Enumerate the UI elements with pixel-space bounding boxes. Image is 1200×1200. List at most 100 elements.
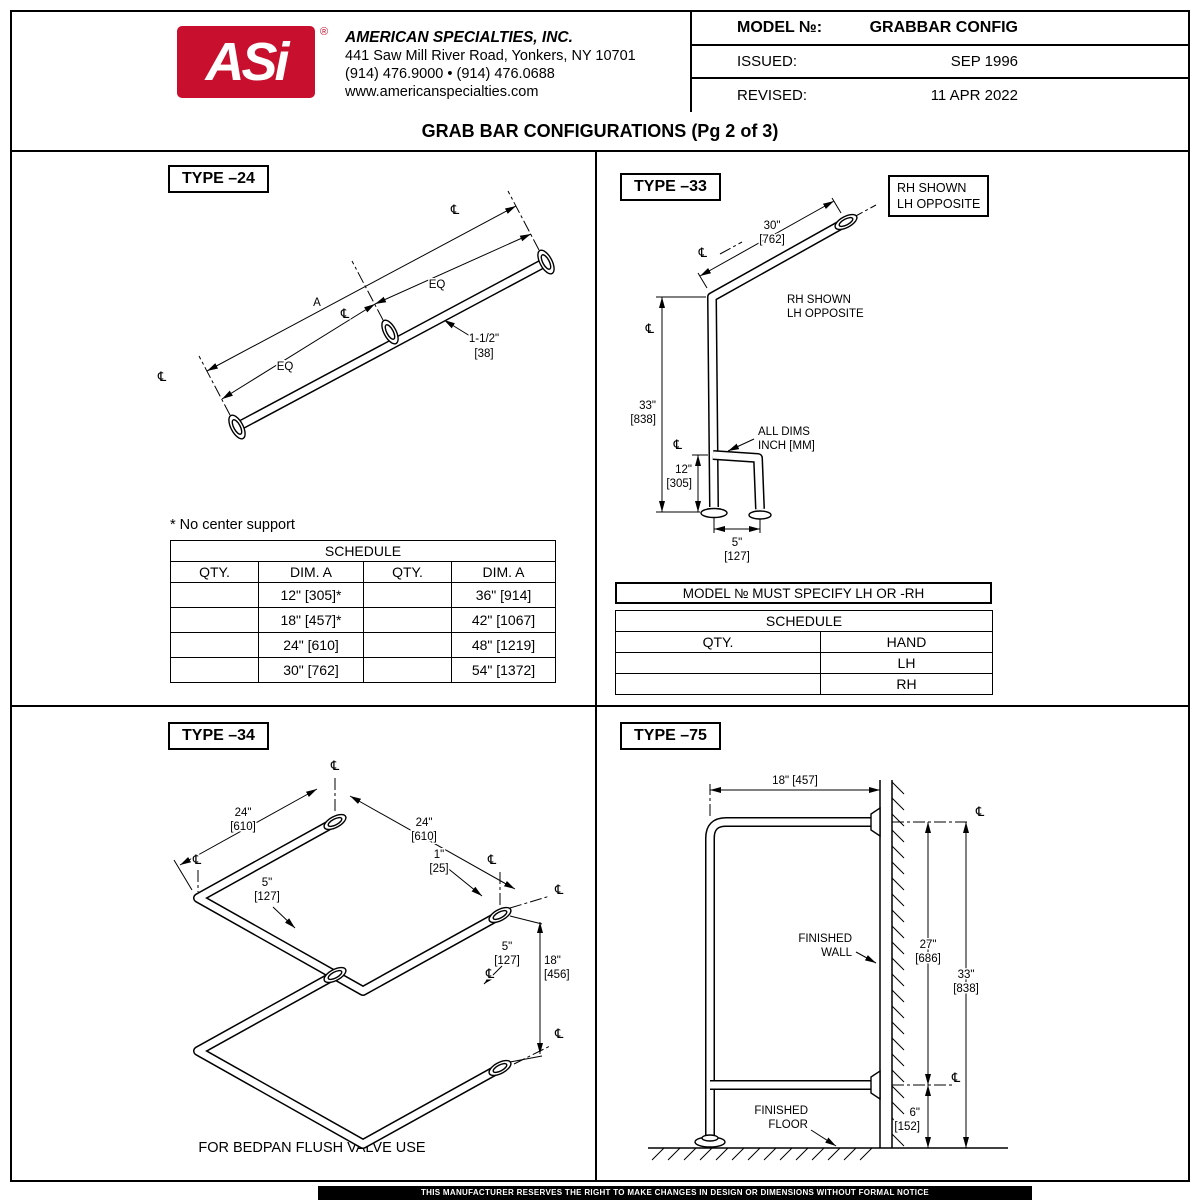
type33-drawing: 30" [762] ℄ RH SHOWN LH OPPOSITE 33" [83… <box>629 197 877 565</box>
grab-bar-tube <box>705 817 878 1138</box>
col-header: HAND <box>820 631 993 653</box>
type33-schedule: SCHEDULE QTY. HAND LH RH <box>615 610 993 695</box>
dim-27-label: 27" <box>920 939 937 951</box>
dim-18-mm: [456] <box>544 969 570 981</box>
type24-label: TYPE –24 <box>168 165 269 193</box>
dimension-lines <box>173 778 551 1065</box>
mounting-flanges <box>700 213 858 520</box>
company-address: 441 Saw Mill River Road, Yonkers, NY 107… <box>345 48 636 64</box>
table-row: 12" [305]* 36" [914] <box>170 582 556 608</box>
centerline-symbol: ℄ <box>951 1070 961 1085</box>
dimension-lines <box>656 197 877 533</box>
dim-1-mm: [25] <box>429 863 448 875</box>
revised-row: REVISED: 11 APR 2022 <box>692 79 1188 112</box>
centerline-symbol: ℄ <box>554 1026 564 1041</box>
tube-diameter-label: 1-1/2" <box>469 333 499 345</box>
grab-bar-tube <box>707 217 849 510</box>
dimension-lines <box>709 784 974 1149</box>
mounting-flanges <box>694 806 881 1148</box>
dim-33-label: 33" <box>958 969 975 981</box>
registered-mark: ® <box>320 26 329 38</box>
mounting-flanges <box>323 813 512 1077</box>
asi-logo: ASi <box>177 26 315 98</box>
dim-1-label: 1" <box>434 849 444 861</box>
company-block: AMERICAN SPECIALTIES, INC. 441 Saw Mill … <box>345 29 636 101</box>
revised-label: REVISED: <box>737 87 808 104</box>
type34-label: TYPE –34 <box>168 722 269 750</box>
model-row: MODEL №: GRABBAR CONFIG <box>692 12 1188 46</box>
table-row: 18" [457]* 42" [1067] <box>170 607 556 633</box>
dim-6-label: 6" <box>910 1107 920 1119</box>
centerline-symbol: ℄ <box>340 306 350 321</box>
schedule-title: SCHEDULE <box>615 610 993 632</box>
issued-label: ISSUED: <box>737 53 798 70</box>
centerline-symbol: ℄ <box>157 369 167 384</box>
schedule-title: SCHEDULE <box>170 540 556 562</box>
centerline-symbol: ℄ <box>975 804 985 819</box>
type24-schedule: SCHEDULE QTY. DIM. A QTY. DIM. A 12" [30… <box>170 540 556 683</box>
dim-12-label: 12" <box>675 464 692 476</box>
finished-floor-label-line1: FINISHED <box>754 1105 808 1117</box>
revised-value: 11 APR 2022 <box>930 87 1018 104</box>
issued-value: SEP 1996 <box>950 53 1018 70</box>
col-header: DIM. A <box>451 561 556 583</box>
type75-drawing: 18" [457] ℄ 27" [686] 33" [838] ℄ 6" [15… <box>648 774 1008 1161</box>
all-dims-note-line1: ALL DIMS <box>758 426 810 438</box>
dim-24-mm: [610] <box>411 831 437 843</box>
col-header: DIM. A <box>258 561 364 583</box>
dimension-lines <box>198 190 540 416</box>
centerline-symbol: ℄ <box>485 966 495 981</box>
page-frame: ASi ® AMERICAN SPECIALTIES, INC. 441 Saw… <box>10 10 1190 1182</box>
finished-wall-label-line1: FINISHED <box>798 933 852 945</box>
type75-label: TYPE –75 <box>620 722 721 750</box>
centerline-symbol: ℄ <box>673 437 683 452</box>
table-row: 24" [610] 48" [1219] <box>170 632 556 658</box>
mounting-flanges <box>228 249 555 440</box>
dim-33-label: 33" <box>639 400 656 412</box>
dim-24-label: 24" <box>235 807 252 819</box>
type33-label: TYPE –33 <box>620 173 721 201</box>
dim-12-mm: [305] <box>666 478 692 490</box>
page-title: GRAB BAR CONFIGURATIONS (Pg 2 of 3) <box>12 112 1188 152</box>
company-name: AMERICAN SPECIALTIES, INC. <box>345 29 573 46</box>
dim-a-label: A <box>313 297 321 309</box>
dim-5-mm: [127] <box>724 551 750 563</box>
hand-note-line2: LH OPPOSITE <box>897 197 981 211</box>
model-value: GRABBAR CONFIG <box>869 19 1018 36</box>
dim-6-mm: [152] <box>894 1121 920 1133</box>
table-row: 30" [762] 54" [1372] <box>170 657 556 683</box>
model-label: MODEL №: <box>737 19 823 36</box>
dim-18-label: 18" [457] <box>772 775 818 787</box>
grab-bar-tube <box>234 257 549 432</box>
model-spec-note: MODEL № MUST SPECIFY LH OR -RH <box>615 582 992 604</box>
dim-eq-label: EQ <box>429 279 446 291</box>
dim-5-mm: [127] <box>254 891 280 903</box>
hand-note-line1: RH SHOWN <box>897 181 967 195</box>
horizontal-divider <box>12 705 1188 707</box>
centerline-symbol: ℄ <box>645 321 655 336</box>
dim-33-mm: [838] <box>630 414 656 426</box>
centerline-symbol: ℄ <box>330 758 340 773</box>
dim-30-label: 30" <box>764 220 781 232</box>
dim-5-mm: [127] <box>494 955 520 967</box>
hand-note-box: RH SHOWN LH OPPOSITE <box>888 175 990 217</box>
company-phone: (914) 476.9000 • (914) 476.0688 <box>345 66 555 82</box>
table-row: RH <box>615 673 993 695</box>
finished-wall-label-line2: WALL <box>821 947 852 959</box>
centerline-symbol: ℄ <box>698 245 708 260</box>
dim-24-label: 24" <box>416 817 433 829</box>
hand-note-line1: RH SHOWN <box>787 294 851 306</box>
dim-27-mm: [686] <box>915 953 941 965</box>
table-row: LH <box>615 652 993 674</box>
finished-wall <box>879 780 905 1148</box>
title-block: MODEL №: GRABBAR CONFIG ISSUED: SEP 1996… <box>690 12 1188 112</box>
tube-diameter-mm: [38] <box>474 348 493 360</box>
company-website: www.americanspecialties.com <box>345 84 539 100</box>
centerline-symbol: ℄ <box>554 882 564 897</box>
vertical-divider <box>595 152 597 1180</box>
dim-18-label: 18" <box>544 955 561 967</box>
type34-drawing: ℄ 24" [610] 24" [610] 1" [25] ℄ 5" [127]… <box>173 757 571 1149</box>
footer-disclaimer: THIS MANUFACTURER RESERVES THE RIGHT TO … <box>318 1186 1032 1200</box>
finished-floor <box>648 1147 1008 1161</box>
issued-row: ISSUED: SEP 1996 <box>692 46 1188 79</box>
